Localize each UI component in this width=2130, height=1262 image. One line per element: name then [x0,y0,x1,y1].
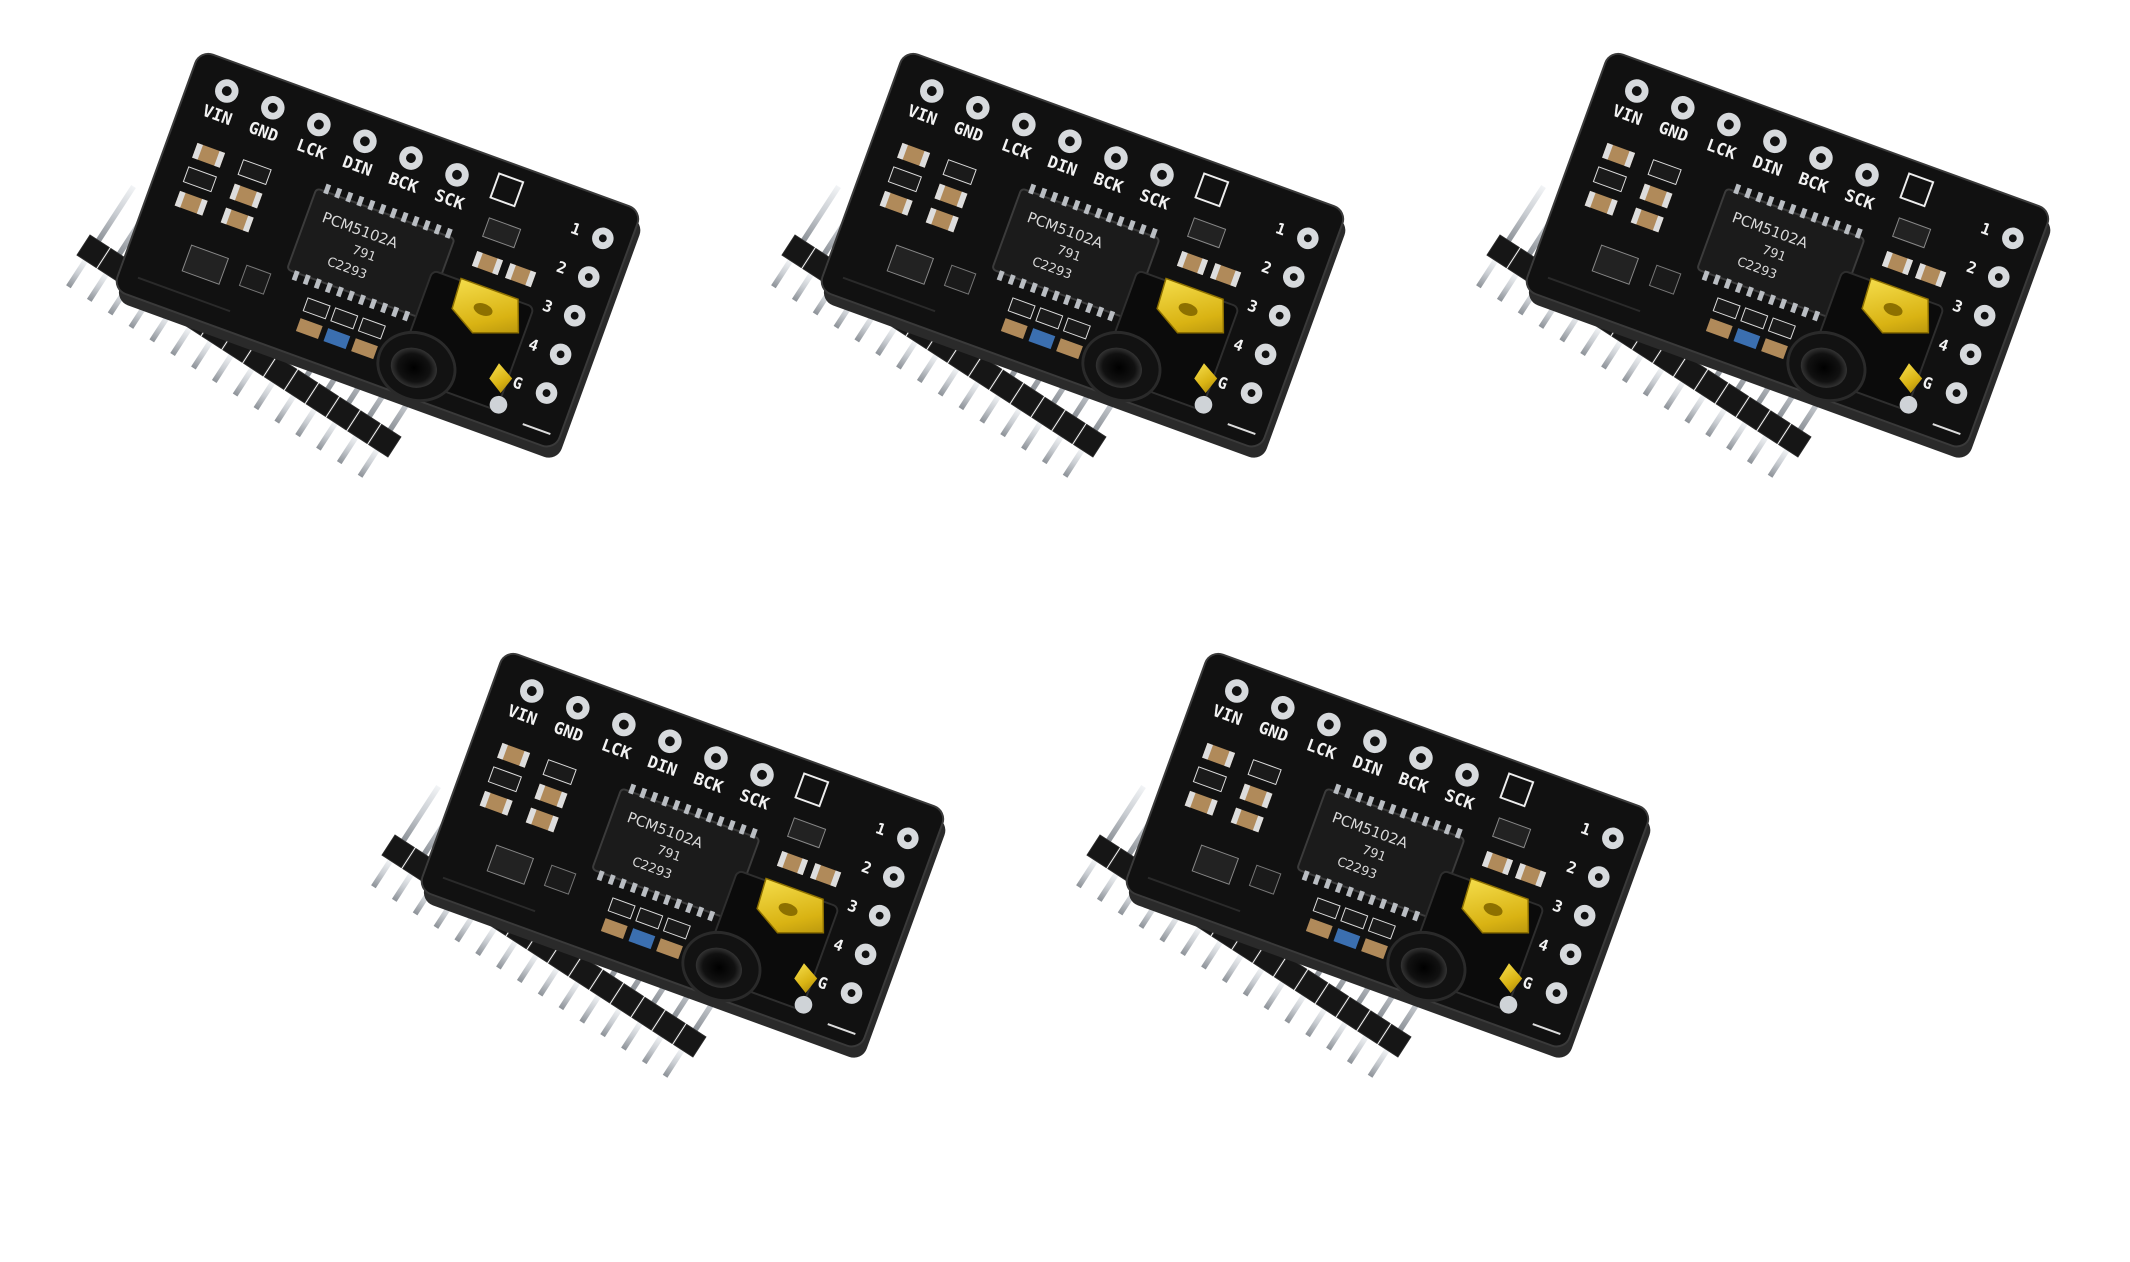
dac-module-2 [764,48,1355,484]
dac-module-1 [59,48,650,484]
modules-group [59,48,2060,1084]
dac-module-3 [1469,48,2060,484]
dac-module-5 [1069,648,1660,1084]
dac-module-4 [364,648,955,1084]
